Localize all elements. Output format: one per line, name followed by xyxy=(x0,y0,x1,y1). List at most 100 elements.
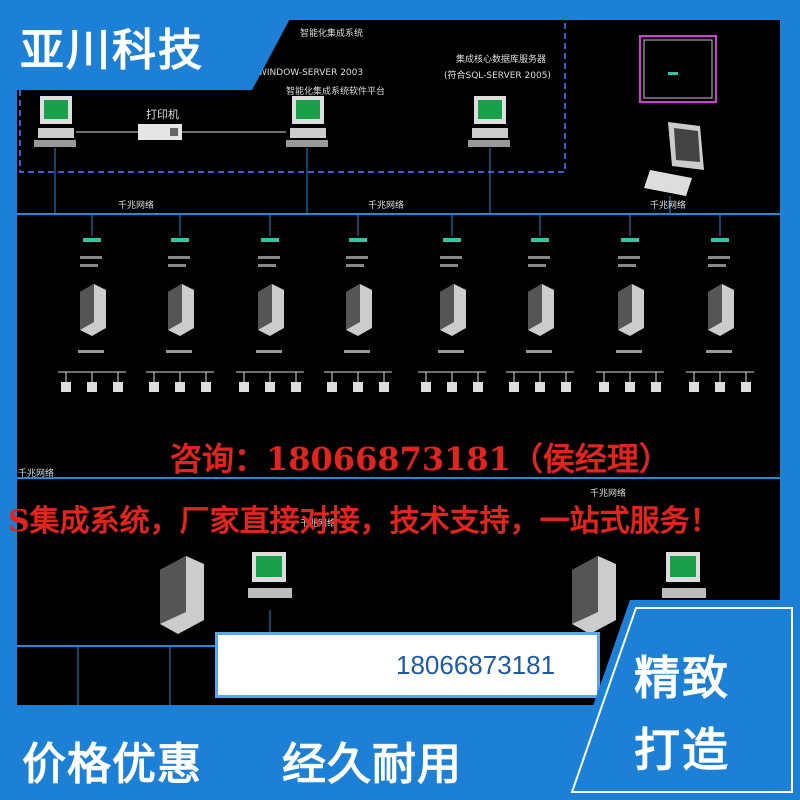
device-icon xyxy=(175,382,185,392)
subsystem-note xyxy=(80,264,98,267)
device-icon xyxy=(265,382,275,392)
db-server-label: 集成核心数据库服务器 xyxy=(456,55,547,65)
integration-system-label: 智能化集成系统 xyxy=(300,29,364,39)
subsystem-columns xyxy=(58,214,754,392)
subsystem-note xyxy=(168,256,190,259)
slogan-line: S集成系统，厂家直接对接，技术支持，一站式服务！ xyxy=(8,504,720,539)
device-icon xyxy=(379,382,389,392)
subsystem-server-icon xyxy=(708,284,722,330)
device-icon xyxy=(113,382,123,392)
subsystem-tag xyxy=(621,238,639,242)
device-icon xyxy=(447,382,457,392)
consult-line: 咨询：18066873181（侯经理） xyxy=(170,440,671,478)
device-icon xyxy=(239,382,249,392)
subsystem-label-mark xyxy=(256,350,282,353)
device-icon xyxy=(353,382,363,392)
db-server-os-label: (符合SQL-SERVER 2005) xyxy=(444,71,551,81)
subsystem-tag xyxy=(83,238,101,242)
brand-name: 亚川科技 xyxy=(20,25,204,76)
server-zone-border xyxy=(19,22,566,173)
display-dot xyxy=(668,72,678,75)
subsystem-note xyxy=(258,256,280,259)
subsystem-tag xyxy=(171,238,189,242)
workstation-icon xyxy=(286,96,328,147)
device-icon xyxy=(625,382,635,392)
device-icon xyxy=(87,382,97,392)
subsystem-label-mark xyxy=(78,350,104,353)
frame-left xyxy=(0,0,17,800)
device-icon xyxy=(149,382,159,392)
lower-hub-label: 千兆网络 xyxy=(300,519,337,529)
server-tower-icon xyxy=(160,556,204,634)
lower-hub-label: 千兆网络 xyxy=(18,469,55,479)
subsystem-label-mark xyxy=(706,350,732,353)
workstation-icon xyxy=(468,96,510,147)
subsystem-server-icon xyxy=(346,284,360,330)
device-icon xyxy=(689,382,699,392)
device-icon xyxy=(535,382,545,392)
subsystem-server-icon xyxy=(168,284,182,330)
bottom-text-durable: 经久耐用 xyxy=(282,739,462,790)
subsystem-tag xyxy=(531,238,549,242)
subsystem-server-icon xyxy=(440,284,454,330)
subsystem-server-icon xyxy=(258,284,272,330)
device-icon xyxy=(599,382,609,392)
phone-box: 18066873181 xyxy=(215,632,600,698)
device-icon xyxy=(327,382,337,392)
device-icon xyxy=(561,382,571,392)
device-icon xyxy=(291,382,301,392)
phone-number: 18066873181 xyxy=(396,649,556,680)
subsystem-label-mark xyxy=(526,350,552,353)
bottom-text-price: 价格优惠 xyxy=(22,739,202,790)
brand-banner xyxy=(0,0,300,90)
workstation-icon xyxy=(248,552,292,598)
device-icon xyxy=(473,382,483,392)
server-os-label: WINDOW-SERVER 2003 xyxy=(258,68,364,78)
subsystem-tag xyxy=(261,238,279,242)
device-icon xyxy=(201,382,211,392)
device-icon xyxy=(61,382,71,392)
subsystem-note xyxy=(708,256,730,259)
hub-label: 千兆网络 xyxy=(368,201,405,211)
printer-label: 打印机 xyxy=(146,108,179,121)
device-icon xyxy=(651,382,661,392)
server-tower-icon xyxy=(572,556,616,634)
subsystem-note xyxy=(528,264,546,267)
display-box-inner xyxy=(643,39,713,99)
subsystem-note xyxy=(440,256,462,259)
subsystem-note xyxy=(346,264,364,267)
lower-hub-label: 千兆网络 xyxy=(590,489,627,499)
corner-line-1: 精致 xyxy=(634,651,730,705)
subsystem-note xyxy=(708,264,726,267)
hub-label: 千兆网络 xyxy=(118,201,155,211)
subsystem-server-icon xyxy=(80,284,94,330)
subsystem-note xyxy=(618,264,636,267)
subsystem-note xyxy=(528,256,550,259)
printer-icon xyxy=(138,124,182,140)
workstation-icon xyxy=(34,96,76,147)
subsystem-note xyxy=(80,256,102,259)
device-icon xyxy=(421,382,431,392)
corner-badge xyxy=(560,600,800,800)
device-icon xyxy=(741,382,751,392)
subsystem-server-icon xyxy=(528,284,542,330)
device-icon xyxy=(715,382,725,392)
integration-platform-label: 智能化集成系统软件平台 xyxy=(286,87,386,97)
subsystem-label-mark xyxy=(616,350,642,353)
subsystem-tag xyxy=(711,238,729,242)
subsystem-tag xyxy=(443,238,461,242)
device-icon xyxy=(509,382,519,392)
subsystem-note xyxy=(618,256,640,259)
client-pc-icon xyxy=(644,122,704,196)
subsystem-label-mark xyxy=(344,350,370,353)
subsystem-tag xyxy=(349,238,367,242)
corner-line-2: 打造 xyxy=(634,723,730,777)
subsystem-note xyxy=(168,264,186,267)
subsystem-label-mark xyxy=(438,350,464,353)
workstation-icon xyxy=(662,552,706,598)
subsystem-note xyxy=(258,264,276,267)
hub-label: 千兆网络 xyxy=(650,201,687,211)
subsystem-note xyxy=(440,264,458,267)
